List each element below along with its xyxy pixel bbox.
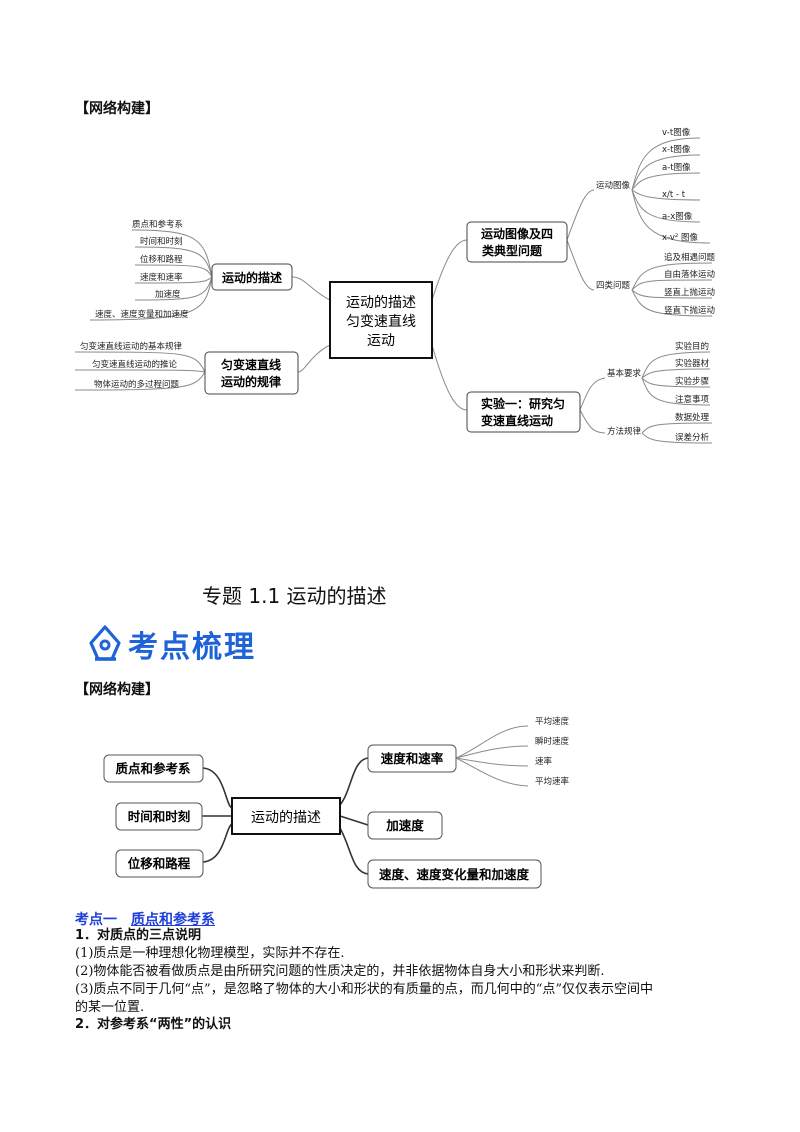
leaf-label: 实验器材 (675, 358, 710, 369)
node-label: 速度和速率 (381, 751, 444, 766)
node-box (103, 754, 204, 783)
branch-label: 运动图像及四 (481, 226, 553, 241)
group-label: 四类问题 (596, 280, 631, 291)
section-heading-network: 【网络构建】 (75, 682, 159, 698)
connector (431, 344, 468, 411)
leaf-label: v-t图像 (662, 127, 691, 138)
section-heading-network: 【网络构建】 (75, 101, 159, 117)
section-banner: 考点梳理 (88, 622, 256, 666)
node-label: 质点和参考系 (115, 761, 191, 776)
node-label: 速度、速度变化量和加速度 (379, 867, 530, 882)
leaf-label: 注意事项 (675, 394, 710, 405)
pen-nib-icon (89, 625, 121, 661)
branch-box-motion-graphs (466, 221, 568, 263)
leaf-label: 速度和速率 (140, 272, 183, 283)
leaf-label: x/t - t (662, 190, 686, 200)
leaf-label: 时间和时刻 (140, 236, 183, 247)
leaf-label: 质点和参考系 (132, 219, 183, 230)
mindmap-center-box (329, 281, 433, 359)
leaf-label: 匀变速直线运动的推论 (92, 359, 178, 370)
leaf-label: 物体运动的多过程问题 (94, 379, 180, 390)
connector (431, 239, 468, 301)
content-paragraph: 的某一位置. (75, 1000, 145, 1015)
branch-label: 类典型问题 (482, 243, 543, 258)
node-box (367, 859, 542, 889)
leaf-label: 瞬时速度 (535, 736, 570, 747)
connector (297, 344, 331, 373)
leaf-label: 速率 (535, 756, 553, 767)
branch-label: 运动的描述 (222, 270, 282, 285)
center-label: 运动的描述 (251, 810, 321, 826)
node-label: 时间和时刻 (128, 809, 191, 824)
node-box (115, 802, 203, 831)
leaf-label: 加速度 (155, 289, 181, 300)
leaf-label: 追及相遇问题 (664, 252, 716, 263)
banner-title: 考点梳理 (128, 630, 256, 665)
leaf-label: 匀变速直线运动的基本规律 (80, 341, 183, 352)
mindmap-center-box (231, 797, 341, 835)
connector (291, 276, 331, 301)
branch-label: 匀变速直线 (221, 357, 281, 372)
leaf-label: 误差分析 (675, 432, 710, 443)
leaf-label: 速度、速度变量和加速度 (95, 309, 189, 320)
leaf-label: x-v² 图像 (662, 232, 699, 243)
branch-box-experiment (466, 391, 581, 433)
leaf-label: 竖直上抛运动 (664, 287, 716, 298)
kaodian-link[interactable]: 质点和参考系 (131, 912, 215, 928)
leaf-label: a-x图像 (662, 211, 693, 222)
branch-label: 变速直线运动 (481, 413, 553, 428)
content-heading-2: 2．对参考系“两性”的认识 (75, 1017, 232, 1032)
node-label: 位移和路程 (128, 856, 191, 871)
branch-label: 运动的规律 (221, 374, 281, 389)
branch-label: 实验一：研究匀 (481, 396, 565, 411)
node-box (367, 744, 457, 773)
branch-box-uniform-acceleration (204, 351, 299, 395)
leaf-label: a-t图像 (662, 162, 691, 173)
node-label: 加速度 (385, 818, 424, 833)
content-paragraph: (2)物体能否被看做质点是由所研究问题的性质决定的，并非依据物体自身大小和形状来… (75, 964, 605, 979)
center-line-3: 运动 (367, 333, 395, 349)
node-box (115, 849, 204, 878)
mindmap-chapter-overview: 运动的描述 匀变速直线 运动 运动的描述 匀变速直线 运动的规律 质点和参考系 … (74, 127, 716, 444)
leaf-label: 平均速率 (535, 776, 570, 787)
topic-title: 专题 1.1 运动的描述 (202, 584, 387, 608)
content-paragraph: (1)质点是一种理想化物理模型，实际并不存在. (75, 946, 345, 961)
leaf-label: x-t图像 (662, 144, 691, 155)
branch-box-motion-description (211, 263, 293, 291)
leaf-label: 位移和路程 (140, 254, 183, 265)
mindmap-motion-description: 运动的描述 质点和参考系 时间和时刻 位移和路程 速度和速率 加速度 速度、速度… (103, 716, 570, 889)
center-line-2: 匀变速直线 (346, 313, 416, 330)
leaf-label: 自由落体运动 (664, 269, 716, 280)
content-heading-1: 1．对质点的三点说明 (75, 928, 202, 943)
leaf-label: 实验步骤 (675, 376, 710, 387)
group-label: 运动图像 (596, 180, 631, 191)
leaf-label: 平均速度 (535, 716, 570, 727)
content-paragraph: (3)质点不同于几何“点”，是忽略了物体的大小和形状的有质量的点，而几何中的“点… (75, 982, 653, 997)
leaf-label: 数据处理 (675, 412, 710, 423)
node-box (367, 811, 443, 840)
group-label: 基本要求 (607, 368, 642, 379)
leaf-label: 竖直下抛运动 (664, 305, 716, 316)
kaodian-label: 考点一 (75, 912, 117, 928)
center-line-1: 运动的描述 (346, 295, 416, 311)
group-label: 方法规律 (607, 426, 642, 437)
kaodian-heading: 考点一质点和参考系 (75, 909, 215, 929)
leaf-label: 实验目的 (675, 341, 709, 352)
